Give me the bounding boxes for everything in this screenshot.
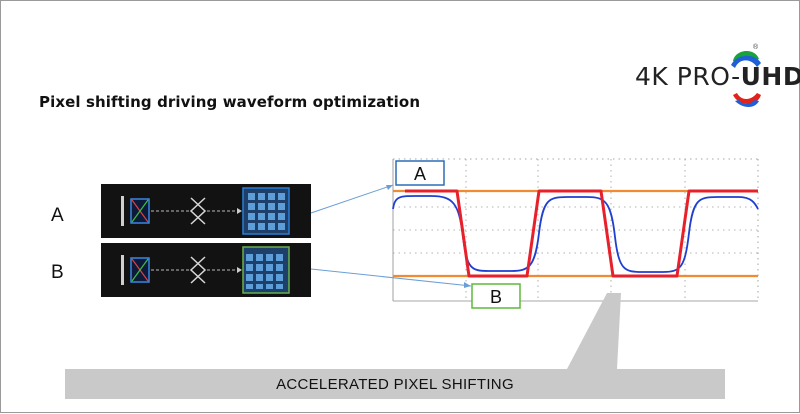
callout-b-box [471,283,521,309]
logo-text: 4K PRO-UHD [635,62,800,91]
4k-pro-uhd-logo: 4K PRO-UHD ® [621,44,800,111]
accelerated-pixel-shifting-banner: ACCELERATED PIXEL SHIFTING [65,369,725,399]
panel-a-lens-icon [189,197,207,225]
optical-path-a-illustration [121,187,290,235]
connector-b [310,268,472,287]
optical-panel-b [101,243,311,297]
connector-a [310,184,394,214]
logo-ring-icon [731,50,761,107]
panel-a-light-source-bar [121,196,124,226]
row-label-b: B [51,262,64,283]
optical-path-b-illustration [121,246,290,294]
optical-panel-a [101,184,311,238]
callout-a-label: A [414,164,426,184]
logo-text-prefix: 4K PRO- [635,62,741,91]
callout-a-box [395,160,445,186]
panel-b-lens-icon [189,256,207,284]
row-label-a: A [51,205,64,226]
panel-b-light-source-bar [121,255,124,285]
standard-drive-waveform [392,195,759,273]
logo-text-bold: UHD [740,62,800,91]
registered-mark: ® [753,44,759,51]
scope-grid [393,159,758,301]
diagram-title: Pixel shifting driving waveform optimiza… [39,93,421,111]
accelerated-drive-waveform [405,189,758,278]
banner-pointer [567,293,621,369]
banner-text: ACCELERATED PIXEL SHIFTING [276,376,514,393]
callout-b-label: B [490,287,502,307]
